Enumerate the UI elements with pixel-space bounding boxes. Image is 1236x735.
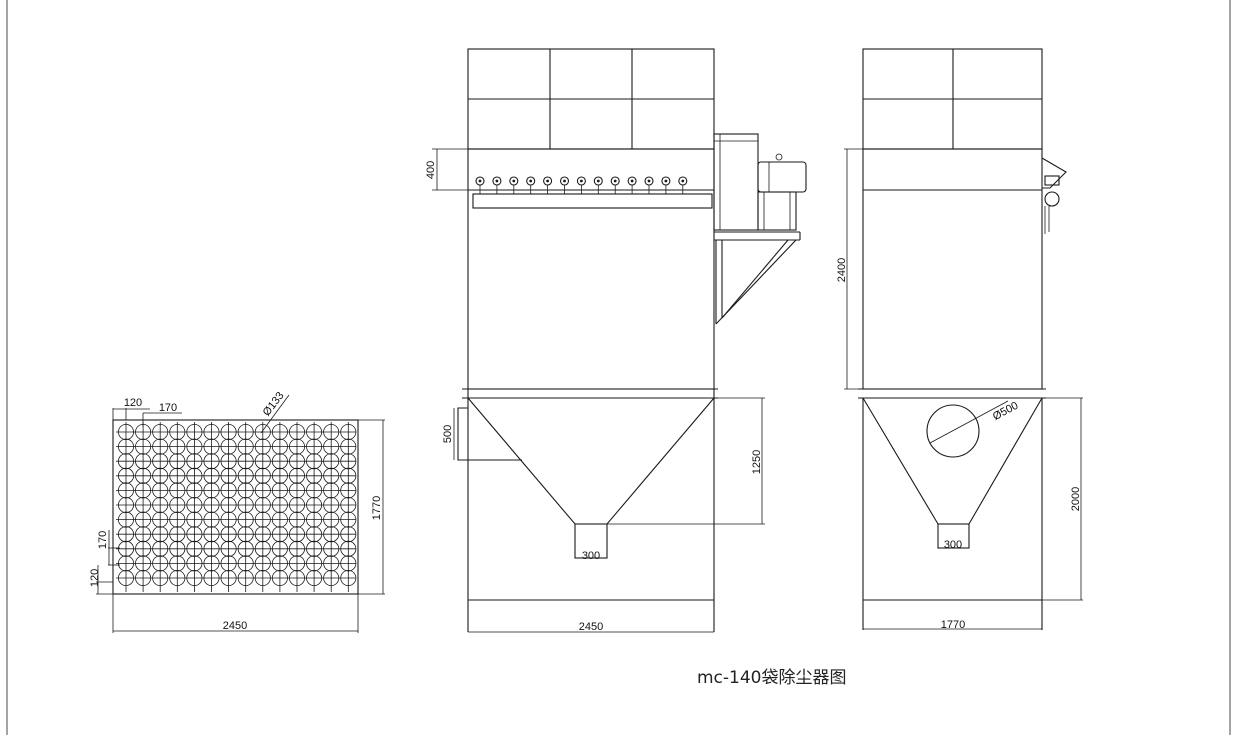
side-body-height-label: 2400	[836, 258, 848, 282]
front-header-height-label: 400	[425, 161, 437, 179]
front-hopper	[467, 397, 715, 525]
side-valve-box	[1044, 175, 1060, 186]
pulse-valve-core	[563, 179, 566, 183]
front-outlet-width-label: 300	[582, 550, 600, 562]
pulse-valve-core	[529, 179, 533, 183]
pulse-valve-core	[613, 179, 617, 183]
plan-width-label: 2450	[223, 620, 247, 632]
pulse-valve-core	[647, 179, 651, 183]
plan-pitch-y-label: 170	[97, 531, 109, 549]
pulse-valve-core	[664, 179, 668, 183]
motor	[757, 161, 807, 193]
plan-view: 2450 1770 120 170 170 120 Ø133	[89, 390, 385, 633]
pulse-valve-core	[495, 179, 499, 183]
front-hopper-height-label: 1250	[751, 450, 763, 474]
plan-depth-label: 1770	[371, 496, 383, 520]
pulse-valve-core	[512, 179, 516, 183]
drawing-title: mc-140袋除尘器图	[697, 668, 847, 688]
side-hopper-height-label: 2000	[1070, 487, 1082, 511]
tube-sheet-outline	[112, 419, 359, 595]
side-inlet-diameter-label: Ø500	[991, 400, 1020, 423]
front-inlet-height-label: 500	[442, 425, 454, 443]
pulse-valve-core	[681, 179, 685, 183]
pulse-valve-core	[478, 179, 482, 183]
side-hopper	[862, 397, 1043, 525]
side-width-label: 1770	[941, 619, 965, 631]
side-filter-body	[862, 148, 1043, 390]
front-air-inlet	[457, 407, 522, 461]
front-blow-pipe	[472, 193, 713, 209]
pulse-valve-core	[630, 179, 634, 183]
pulse-valve-core	[546, 179, 549, 183]
side-outlet-width-label: 300	[944, 539, 962, 551]
bag-hole-grid	[116, 422, 357, 592]
side-discharge-outlet	[937, 523, 970, 549]
front-view: 400 300 500 1250	[425, 48, 807, 633]
side-view: 2400 300 Ø500 2000 1770	[836, 48, 1083, 631]
pulse-valve-core	[580, 179, 583, 183]
side-motor-pulley	[1044, 191, 1060, 207]
fan-housing	[713, 133, 759, 231]
pulse-valve-core	[596, 179, 600, 183]
side-round-inlet	[926, 404, 980, 458]
plan-edge-x-label: 120	[124, 397, 142, 409]
plan-edge-y-label: 120	[89, 569, 101, 587]
motor-frame	[757, 191, 797, 231]
side-hood	[1041, 157, 1067, 189]
pulse-valve-row	[475, 176, 688, 194]
front-width-label: 2450	[579, 621, 603, 633]
front-discharge-outlet	[574, 523, 608, 559]
plan-pitch-x-label: 170	[159, 402, 177, 414]
front-filter-body	[467, 148, 715, 390]
